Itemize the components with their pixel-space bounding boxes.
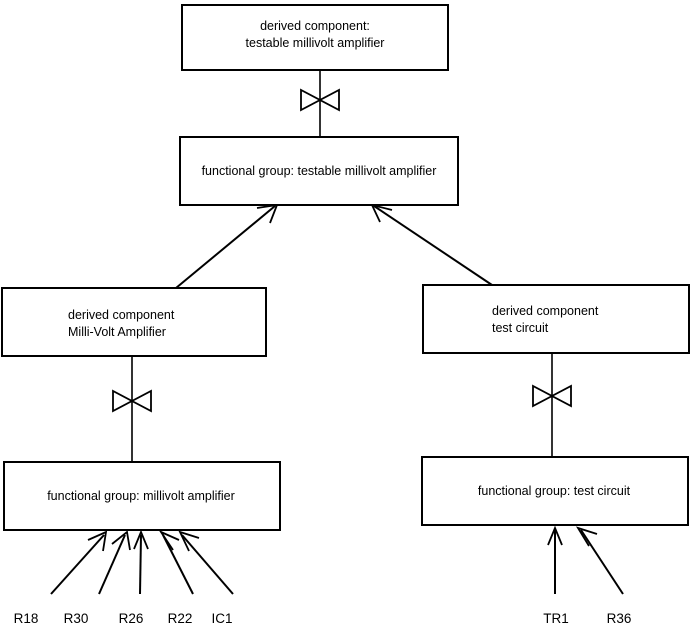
leaf-label-r36: R36 [607, 611, 632, 626]
node-box-outline [179, 136, 459, 206]
bowtie-top-icon [300, 88, 340, 112]
node-label-line-1: derived component [68, 308, 175, 322]
bowtie-left-icon [112, 389, 152, 413]
node-functional-group-testable-millivolt-amplifier[interactable]: functional group: testable millivolt amp… [179, 136, 459, 206]
edge-right-derived-to-top-functional [370, 203, 493, 286]
edge-r18-to-functional-group [50, 530, 108, 595]
node-label-line-2: Milli-Volt Amplifier [68, 325, 166, 339]
edge-tr1-to-functional-group [547, 525, 563, 594]
leaf-label-layer: R18 R30 R26 R22 IC1 TR1 R36 [14, 611, 632, 626]
edge-left-derived-to-top-functional [175, 203, 279, 289]
node-label-line-1: derived component [492, 304, 599, 318]
node-label-line-1: derived component: [260, 19, 370, 33]
edge-r30-to-functional-group [98, 530, 131, 595]
node-functional-group-test-circuit[interactable]: functional group: test circuit [421, 456, 689, 526]
node-label-line-2: testable millivolt amplifier [246, 36, 385, 50]
node-derived-testable-millivolt-amplifier[interactable]: derived component: testable millivolt am… [181, 4, 449, 71]
edge-r22-to-functional-group [158, 529, 194, 595]
node-functional-group-millivolt-amplifier[interactable]: functional group: millivolt amplifier [3, 461, 281, 531]
node-box-outline [421, 456, 689, 526]
node-box-outline [422, 284, 690, 354]
node-box-outline [1, 287, 267, 357]
node-label-line-1: functional group: millivolt amplifier [47, 489, 235, 503]
node-box-outline [3, 461, 281, 531]
node-derived-milli-volt-amplifier[interactable]: derived component Milli-Volt Amplifier [1, 287, 267, 357]
edge-ic1-to-functional-group [178, 530, 234, 595]
leaf-label-r26: R26 [119, 611, 144, 626]
edge-r26-to-functional-group [133, 529, 149, 595]
leaf-label-r22: R22 [168, 611, 193, 626]
node-label-line-2: test circuit [492, 321, 549, 335]
node-label-line-1: functional group: test circuit [478, 484, 631, 498]
node-box-outline [181, 4, 449, 71]
leaf-label-r18: R18 [14, 611, 39, 626]
leaf-label-ic1: IC1 [211, 611, 232, 626]
edge-r36-to-functional-group [575, 526, 624, 595]
node-derived-test-circuit[interactable]: derived component test circuit [422, 284, 690, 354]
leaf-label-tr1: TR1 [543, 611, 569, 626]
bowtie-right-icon [532, 384, 572, 408]
leaf-label-r30: R30 [64, 611, 89, 626]
node-label-line-1: functional group: testable millivolt amp… [202, 164, 437, 178]
